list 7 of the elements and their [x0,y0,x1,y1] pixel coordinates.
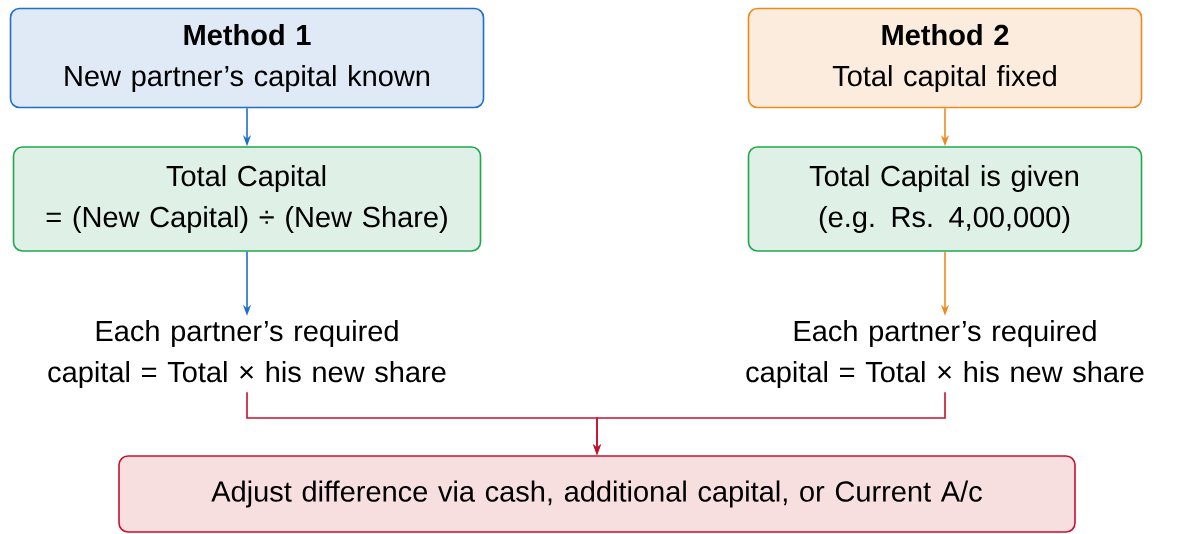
process-box: Total Capital is given (e.g. Rs. 4,00,000) [747,146,1143,252]
result-text: Each partner’s required capital = Total × his new share [746,319,1144,388]
result-text: Each partner’s required capital = Total × his new share [48,319,446,388]
method-box: Method 1 New partner’s capital known [9,7,485,109]
process-box: Total Capital = (New Capital) ÷ (New Share) [12,146,482,252]
result-box: Adjust difference via cash, additional capital, or Current A/c [118,455,1076,533]
method-box: Method 2 Total capital fixed [747,7,1143,109]
